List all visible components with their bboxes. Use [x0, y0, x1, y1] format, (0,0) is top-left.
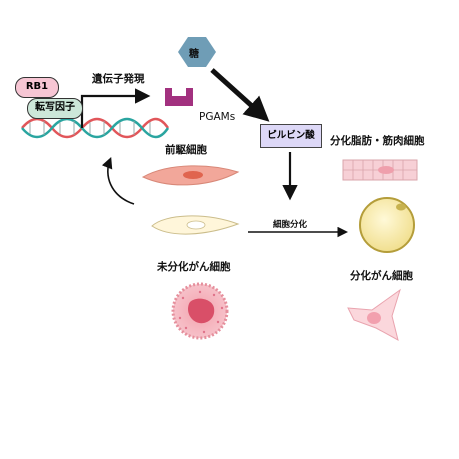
- rb1-badge: RB1: [15, 77, 59, 98]
- transcription-factor-badge: 転写因子: [27, 98, 83, 119]
- differentiated-cancer-cell-icon: [347, 288, 401, 341]
- sugar-to-pyruvate-arrow: [210, 68, 270, 122]
- feedback-curved-arrow: [101, 157, 135, 205]
- undifferentiated-cell-icon: [151, 215, 240, 235]
- precursor-cells-label: 前駆細胞: [165, 144, 207, 156]
- gene-expression-label: 遺伝子発現: [92, 73, 145, 85]
- undifferentiated-cancer-cells-label: 未分化がん細胞: [157, 261, 231, 273]
- pgams-label: PGAMs: [199, 111, 236, 123]
- pgams-enzyme-icon: [165, 88, 193, 106]
- gene-expression-arrow: [80, 88, 151, 128]
- sugar-label: 糖: [189, 49, 199, 60]
- cell-differentiation-label: 細胞分化: [273, 220, 308, 230]
- differentiated-cells-label: 分化脂肪・筋肉細胞: [330, 135, 425, 147]
- pyruvate-box: ピルビン酸: [260, 124, 322, 148]
- sugar-hexagon-icon: [178, 37, 216, 67]
- fat-cell-icon: [359, 197, 415, 253]
- differentiated-cancer-cells-label: 分化がん細胞: [350, 270, 413, 282]
- precursor-cell-icon: [141, 165, 240, 186]
- dna-helix-icon: [21, 117, 170, 139]
- undifferentiated-cancer-cell-icon: [171, 282, 229, 340]
- muscle-cell-icon: [342, 159, 418, 181]
